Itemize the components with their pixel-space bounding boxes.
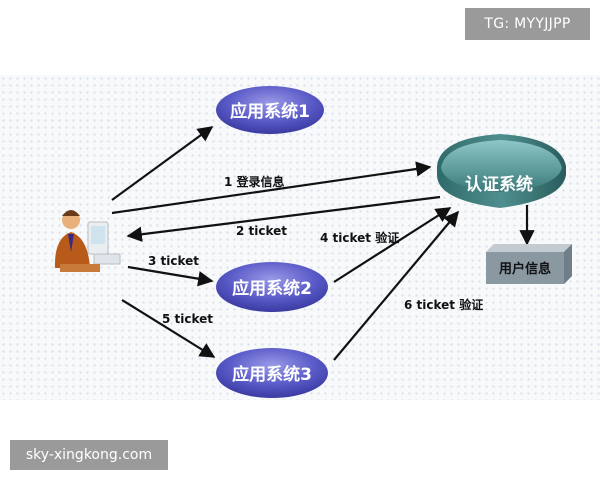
app-system-3-node: 应用系统3 <box>216 348 328 398</box>
arrow-user-to-app3 <box>121 299 216 358</box>
edge-label-1: 1 登录信息 <box>224 174 285 189</box>
arrow-user-to-auth <box>111 161 432 215</box>
auth-system-label: 认证系统 <box>465 174 533 195</box>
user-info-node: 用户信息 <box>486 244 572 284</box>
app-system-2-node: 应用系统2 <box>216 262 328 312</box>
arrow-app3-to-auth <box>333 210 459 361</box>
watermark-top: TG: MYYJJPP <box>465 8 590 40</box>
auth-system-node: 认证系统 <box>437 134 566 208</box>
app-system-1-node: 应用系统1 <box>216 86 324 134</box>
edge-label-4: 4 ticket 验证 <box>320 230 399 245</box>
edge-label-2: 2 ticket <box>236 224 287 238</box>
app-system-2-label: 应用系统2 <box>232 278 312 299</box>
edge-labels: 1 登录信息 2 ticket 3 ticket 4 ticket 验证 5 t… <box>148 174 483 326</box>
edge-label-3: 3 ticket <box>148 254 199 268</box>
arrows <box>111 126 535 361</box>
user-info-label: 用户信息 <box>498 261 551 277</box>
edge-label-6: 6 ticket 验证 <box>404 297 483 312</box>
arrow-user-to-app2 <box>127 265 214 287</box>
app-system-3-label: 应用系统3 <box>232 364 312 385</box>
arrow-auth-to-user <box>126 195 441 242</box>
arrow-app2-to-auth <box>333 207 452 283</box>
edge-label-5: 5 ticket <box>162 312 213 326</box>
app-system-1-label: 应用系统1 <box>230 101 310 122</box>
arrow-user-to-app1 <box>111 126 214 201</box>
user-figure <box>54 210 121 272</box>
watermark-bottom: sky-xingkong.com <box>10 440 168 470</box>
